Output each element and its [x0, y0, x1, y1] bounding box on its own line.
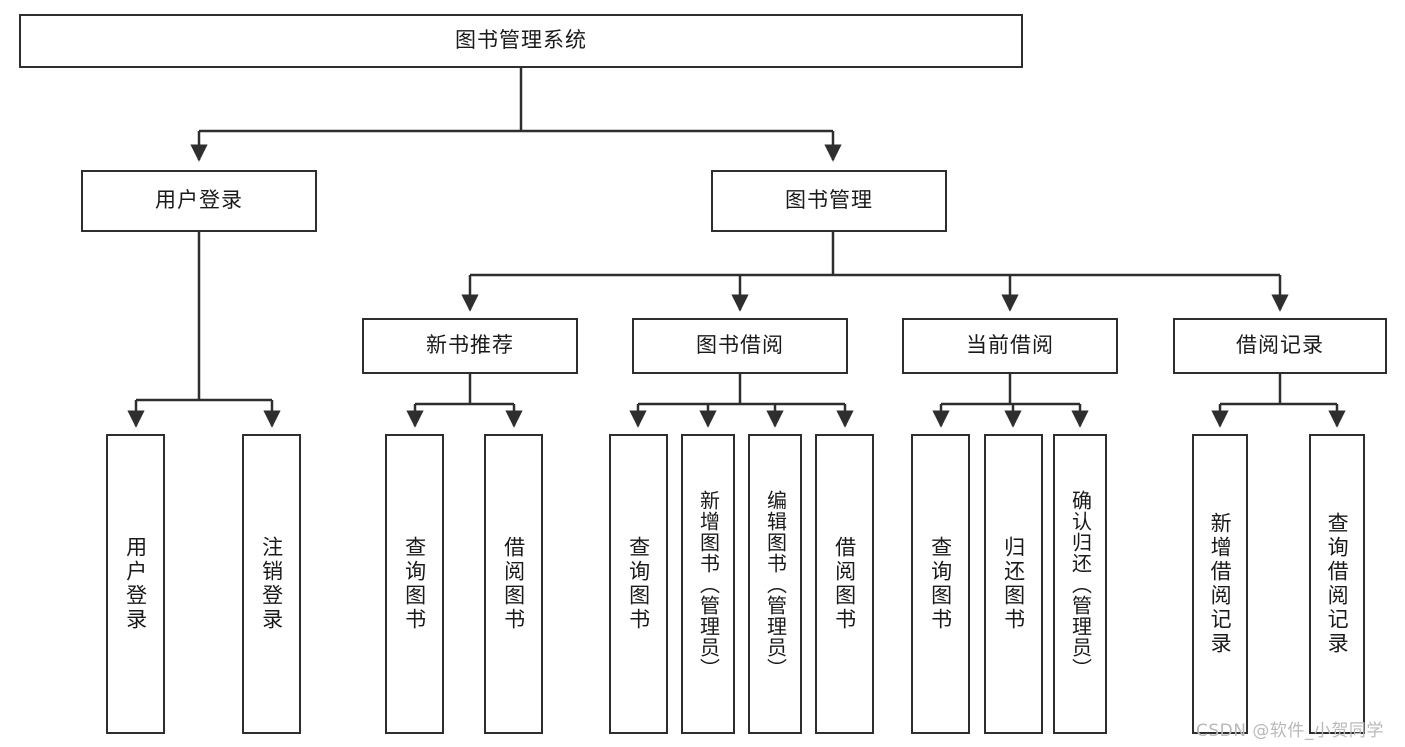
leaf-query-book-current[interactable]: 查询图书 — [911, 434, 970, 734]
leaf-query-borrow-record-label: 查询借阅记录 — [1325, 512, 1350, 656]
leaf-borrow-book-label: 借阅图书 — [832, 536, 857, 632]
leaf-borrow-book-recommend-label: 借阅图书 — [501, 536, 526, 632]
leaf-query-book-borrow[interactable]: 查询图书 — [609, 434, 668, 734]
leaf-edit-book-admin-label: 编辑图书（管理员） — [763, 489, 788, 679]
node-current-borrow-label: 当前借阅 — [966, 333, 1054, 358]
node-user-login[interactable]: 用户登录 — [81, 170, 317, 232]
node-root-label: 图书管理系统 — [455, 28, 587, 53]
leaf-borrow-book-recommend[interactable]: 借阅图书 — [484, 434, 543, 734]
node-borrow-record[interactable]: 借阅记录 — [1173, 318, 1387, 374]
node-root[interactable]: 图书管理系统 — [19, 14, 1023, 68]
leaf-confirm-return-admin-label: 确认归还（管理员） — [1068, 489, 1093, 679]
leaf-query-book-borrow-label: 查询图书 — [626, 536, 651, 632]
leaf-query-book-recommend-label: 查询图书 — [402, 536, 427, 632]
node-book-borrow[interactable]: 图书借阅 — [632, 318, 848, 374]
node-book-borrow-label: 图书借阅 — [696, 333, 784, 358]
node-user-login-label: 用户登录 — [155, 188, 243, 213]
leaf-return-book[interactable]: 归还图书 — [984, 434, 1043, 734]
node-borrow-record-label: 借阅记录 — [1236, 333, 1324, 358]
leaf-logout-label: 注销登录 — [259, 536, 284, 632]
csdn-watermark: CSDN @软件_小贺同学 — [1196, 721, 1384, 741]
leaf-edit-book-admin[interactable]: 编辑图书（管理员） — [748, 434, 802, 734]
node-current-borrow[interactable]: 当前借阅 — [902, 318, 1118, 374]
node-book-management[interactable]: 图书管理 — [711, 170, 947, 232]
node-book-management-label: 图书管理 — [785, 188, 873, 213]
leaf-borrow-book[interactable]: 借阅图书 — [815, 434, 874, 734]
leaf-logout[interactable]: 注销登录 — [242, 434, 301, 734]
leaf-user-login-label: 用户登录 — [123, 536, 148, 632]
leaf-add-borrow-record[interactable]: 新增借阅记录 — [1192, 434, 1248, 734]
leaf-query-borrow-record[interactable]: 查询借阅记录 — [1309, 434, 1365, 734]
leaf-add-borrow-record-label: 新增借阅记录 — [1208, 512, 1233, 656]
node-new-book-recommend[interactable]: 新书推荐 — [362, 318, 578, 374]
leaf-add-book-admin[interactable]: 新增图书（管理员） — [681, 434, 735, 734]
leaf-query-book-current-label: 查询图书 — [928, 536, 953, 632]
node-new-book-recommend-label: 新书推荐 — [426, 333, 514, 358]
leaf-confirm-return-admin[interactable]: 确认归还（管理员） — [1053, 434, 1107, 734]
leaf-user-login[interactable]: 用户登录 — [106, 434, 165, 734]
leaf-return-book-label: 归还图书 — [1001, 536, 1026, 632]
leaf-add-book-admin-label: 新增图书（管理员） — [696, 489, 721, 679]
leaf-query-book-recommend[interactable]: 查询图书 — [385, 434, 444, 734]
